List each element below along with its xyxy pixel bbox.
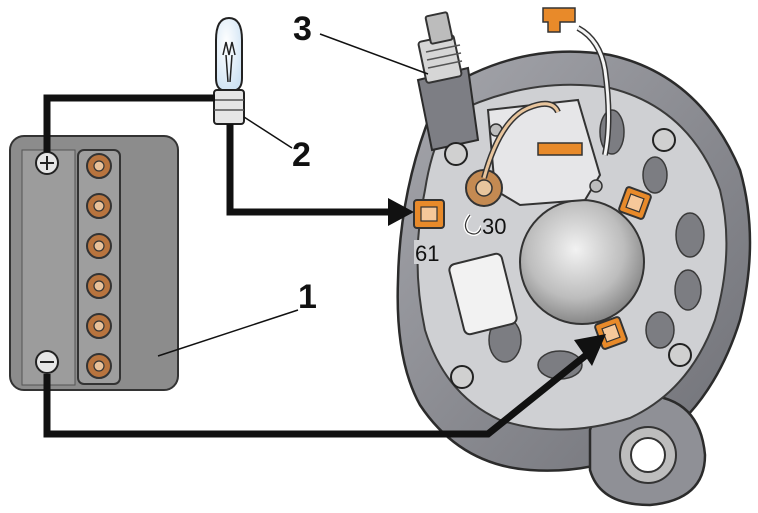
housing-bolts — [444, 128, 692, 389]
battery-cell-caps — [86, 153, 112, 379]
df-terminal-clip[interactable] — [618, 186, 652, 220]
battery-cell-strip — [77, 149, 121, 385]
callout-2: 2 — [292, 136, 311, 174]
wiring — [43, 94, 593, 438]
callout-1: 1 — [298, 278, 317, 316]
regulator-lead-wire — [481, 7, 612, 179]
battery-cell-cap — [86, 353, 112, 379]
voltage-regulator — [486, 98, 603, 207]
mounting-ear — [588, 393, 707, 507]
terminal-30-stud — [463, 169, 503, 236]
plus-terminal-icon — [35, 151, 59, 175]
lamp-icon — [213, 16, 245, 125]
arrow-to-ground-terminal — [574, 334, 606, 366]
wire-battery-minus-to-ground — [43, 349, 593, 438]
alternator — [396, 7, 752, 507]
lamp-socket — [213, 89, 245, 125]
lamp-filament — [222, 41, 236, 83]
terminal-label-61: 61 — [414, 240, 444, 266]
leader-lines — [157, 33, 429, 357]
minus-terminal-icon — [35, 350, 59, 374]
pulley-hub — [519, 199, 645, 325]
terminal-61-clip[interactable] — [413, 199, 445, 229]
arrow-to-terminal-61 — [388, 198, 414, 226]
wire-lamp-to-terminal-61 — [226, 124, 395, 216]
vent-slots — [488, 109, 705, 380]
battery — [9, 135, 179, 391]
wire-battery-plus-to-lamp — [43, 94, 215, 152]
battery-cell-cap — [86, 233, 112, 259]
callout-3: 3 — [293, 10, 312, 48]
battery-cell-cap — [86, 273, 112, 299]
suppression-capacitor — [448, 252, 518, 336]
battery-cell-cap — [86, 313, 112, 339]
battery-top-panel — [21, 149, 76, 386]
battery-cell-cap — [86, 193, 112, 219]
terminal-label-30: 30 — [481, 214, 511, 239]
battery-cell-cap — [86, 153, 112, 179]
svg-text:30: 30 — [482, 214, 506, 239]
b-plus-terminal-post — [416, 11, 480, 152]
svg-text:61: 61 — [415, 241, 439, 266]
